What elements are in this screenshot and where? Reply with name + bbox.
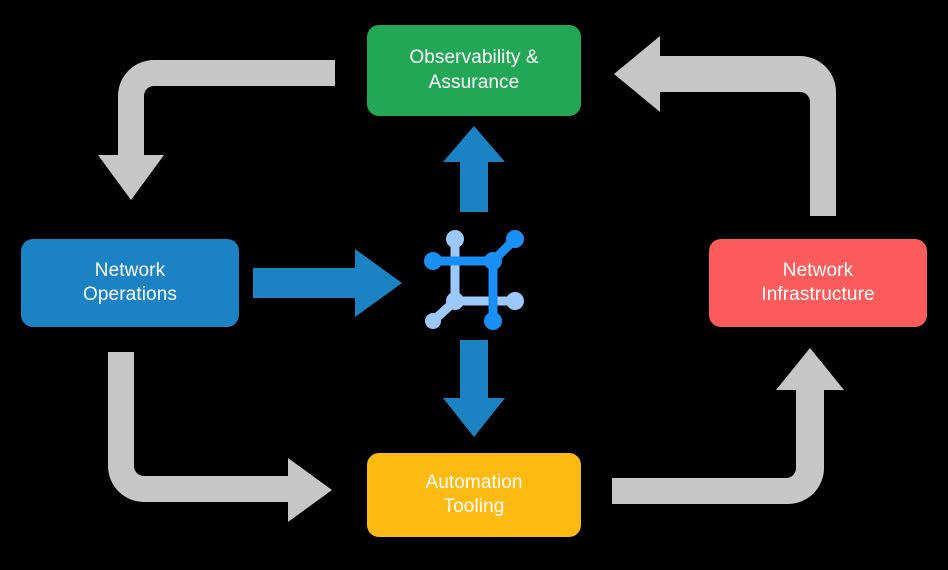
gray-arrow-operations-to-automation xyxy=(108,352,332,522)
gray-arrow-observability-to-operations xyxy=(98,60,335,200)
node-box-network-operations[interactable]: Network Operations xyxy=(21,239,239,327)
node-box-automation-tooling[interactable]: Automation Tooling xyxy=(367,453,581,537)
node-label-network-infrastructure: Network Infrastructure xyxy=(761,259,875,305)
gray-arrow-infrastructure-to-observability xyxy=(614,36,836,216)
node-box-network-infrastructure[interactable]: Network Infrastructure xyxy=(709,239,927,327)
node-label-network-operations: Network Operations xyxy=(83,259,177,305)
network-topology-icon xyxy=(424,230,524,330)
blue-arrow-center-to-observability xyxy=(443,126,505,212)
node-label-automation-tooling: Automation Tooling xyxy=(425,471,523,517)
gray-arrow-automation-to-infrastructure xyxy=(612,348,844,504)
node-box-observability[interactable]: Observability & Assurance xyxy=(367,25,581,116)
network-icon-primary-nodes xyxy=(424,230,524,330)
blue-arrow-center-to-automation xyxy=(443,340,505,437)
network-icon-secondary-nodes xyxy=(425,230,524,329)
blue-arrow-operations-to-center xyxy=(253,249,402,317)
node-label-observability: Observability & Assurance xyxy=(409,47,539,93)
